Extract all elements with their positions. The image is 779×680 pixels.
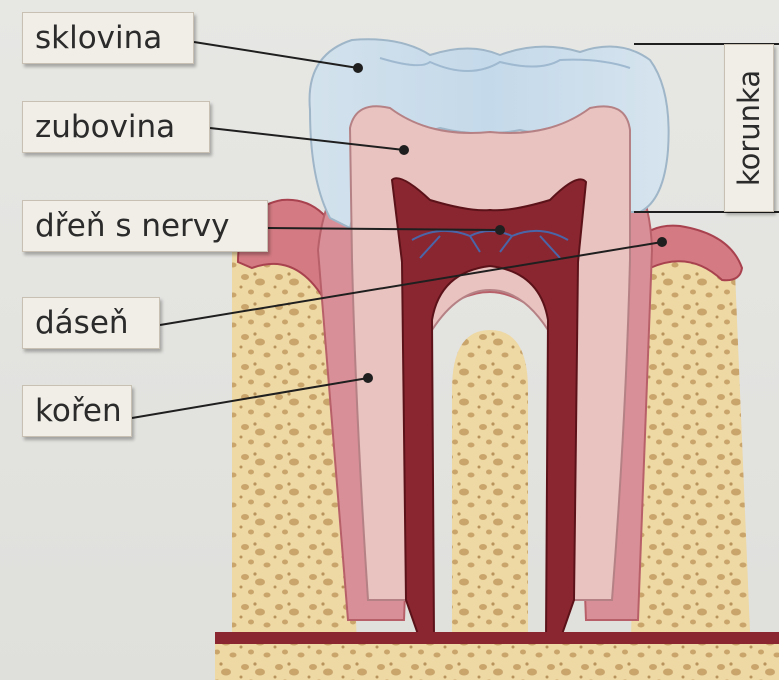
jaw-base	[215, 644, 779, 680]
label-enamel: sklovina	[22, 12, 194, 64]
label-enamel-text: sklovina	[35, 23, 162, 54]
label-pulp-text: dřeň s nervy	[35, 211, 229, 242]
label-crown: korunka	[724, 44, 774, 212]
leader-dot-enamel	[353, 63, 363, 73]
label-crown-text: korunka	[732, 70, 766, 186]
label-dentin-text: zubovina	[35, 112, 175, 143]
jaw-bone-between-roots	[452, 330, 528, 680]
label-gum: dáseň	[22, 297, 160, 349]
leader-dot-root	[363, 373, 373, 383]
leader-dot-gum	[657, 237, 667, 247]
label-root-text: kořen	[35, 396, 122, 427]
label-gum-text: dáseň	[35, 308, 129, 339]
leader-dot-pulp	[495, 225, 505, 235]
leader-dot-dentin	[399, 145, 409, 155]
label-dentin: zubovina	[22, 101, 210, 153]
label-root: kořen	[22, 385, 132, 437]
blood-vessel	[215, 632, 779, 644]
label-pulp: dřeň s nervy	[22, 200, 268, 252]
